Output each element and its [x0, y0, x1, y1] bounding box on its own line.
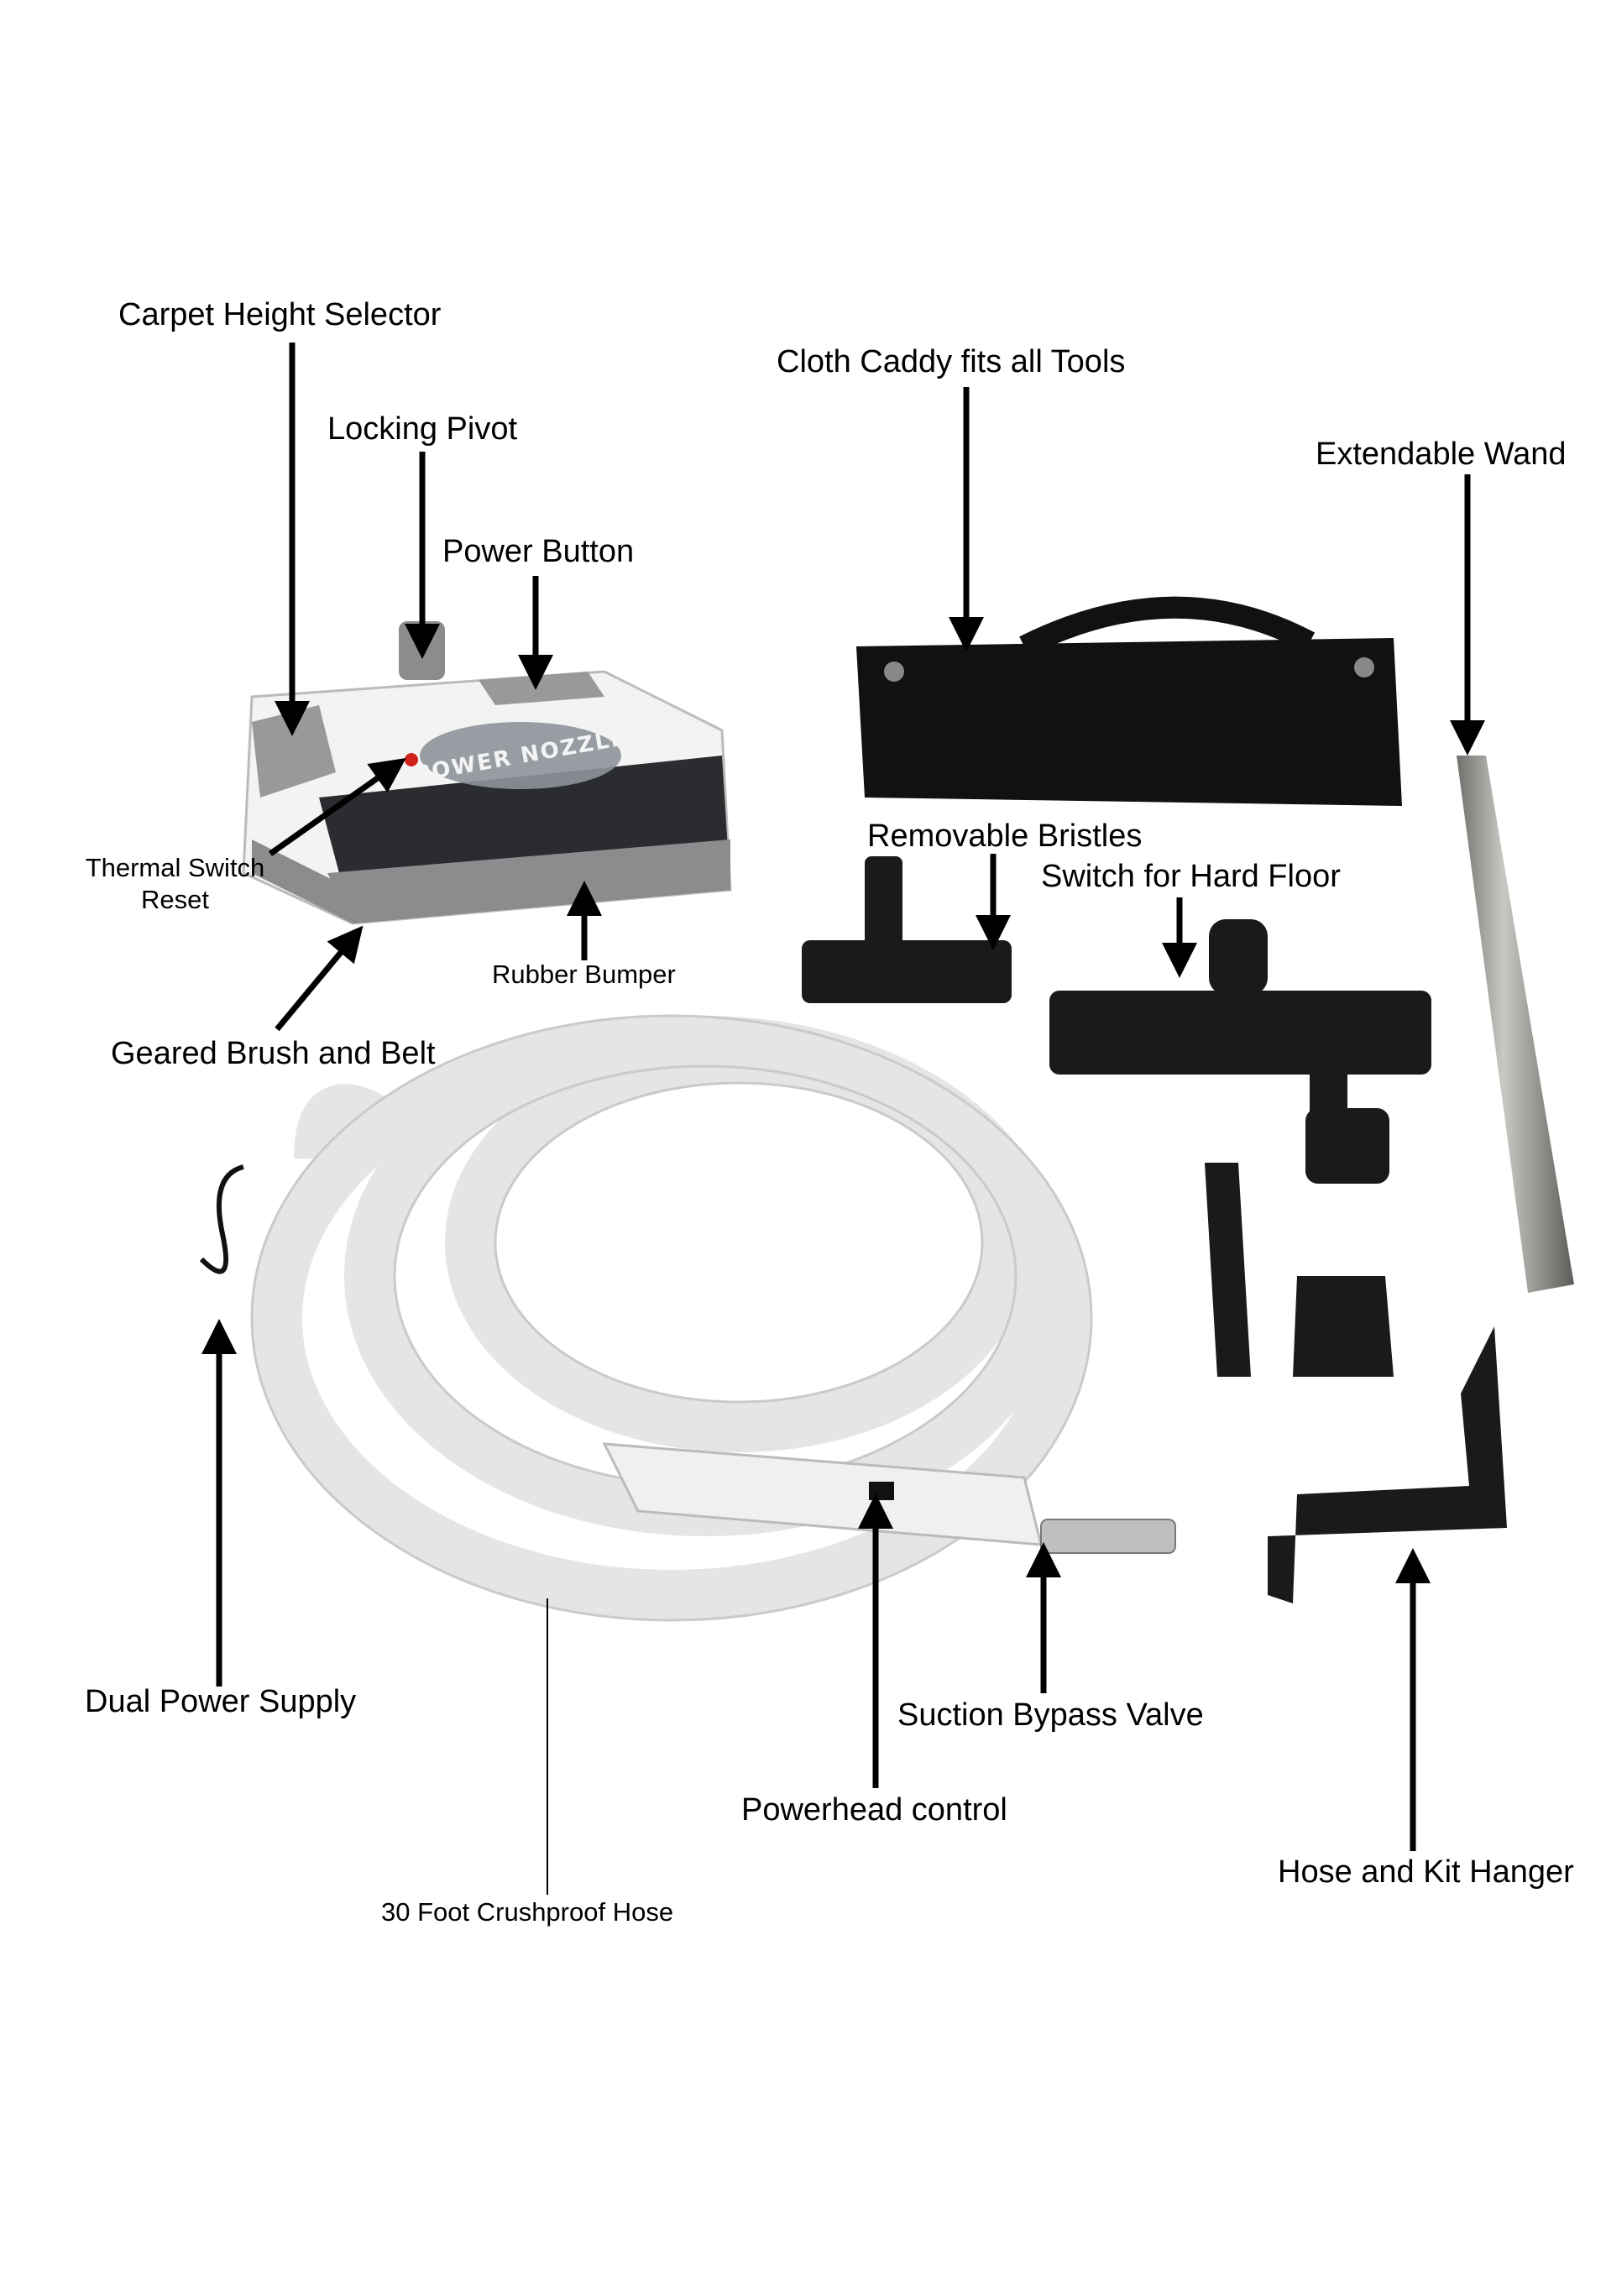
- label-thermal-switch-line1: Thermal Switch: [85, 853, 265, 882]
- label-geared-brush: Geared Brush and Belt: [111, 1036, 436, 1071]
- label-hard-floor-switch: Switch for Hard Floor: [1041, 859, 1341, 894]
- label-locking-pivot: Locking Pivot: [327, 411, 518, 447]
- wand-connector: [1040, 1519, 1176, 1554]
- extendable-wand: [1457, 756, 1574, 1293]
- label-hose-hanger: Hose and Kit Hanger: [1278, 1854, 1574, 1890]
- label-carpet-height-selector: Carpet Height Selector: [118, 297, 442, 332]
- power-nozzle: POWER NOZZLE: [242, 621, 732, 925]
- reset-button: [405, 753, 418, 766]
- label-thermal-switch-line2: Reset: [141, 885, 209, 914]
- label-thermal-switch-reset: Thermal Switch Reset: [81, 852, 269, 916]
- label-rubber-bumper: Rubber Bumper: [492, 960, 676, 989]
- label-power-button: Power Button: [442, 534, 635, 569]
- crevice-tool: [1205, 1163, 1251, 1377]
- upholstery-tool: [802, 856, 1012, 1003]
- floor-tool: [1049, 919, 1431, 1075]
- label-removable-bristles: Removable Bristles: [867, 819, 1143, 854]
- hose-outline: [250, 1014, 1093, 1622]
- label-extendable-wand: Extendable Wand: [1316, 437, 1567, 472]
- label-cloth-caddy: Cloth Caddy fits all Tools: [777, 344, 1126, 379]
- dusting-brush: [1305, 1058, 1389, 1184]
- powerhead-switch: [869, 1482, 894, 1500]
- tool-clip: [1293, 1276, 1394, 1377]
- power-cord: [199, 1164, 244, 1274]
- label-crushproof-hose: 30 Foot Crushproof Hose: [381, 1897, 674, 1927]
- callout-arrows: [201, 343, 1485, 1851]
- label-dual-power-supply: Dual Power Supply: [85, 1684, 357, 1719]
- cloth-caddy: [856, 596, 1402, 806]
- label-suction-bypass: Suction Bypass Valve: [897, 1697, 1204, 1733]
- headlight-lens: [420, 722, 621, 789]
- hose-hanger: [1268, 1326, 1507, 1603]
- label-powerhead-control: Powerhead control: [741, 1792, 1007, 1828]
